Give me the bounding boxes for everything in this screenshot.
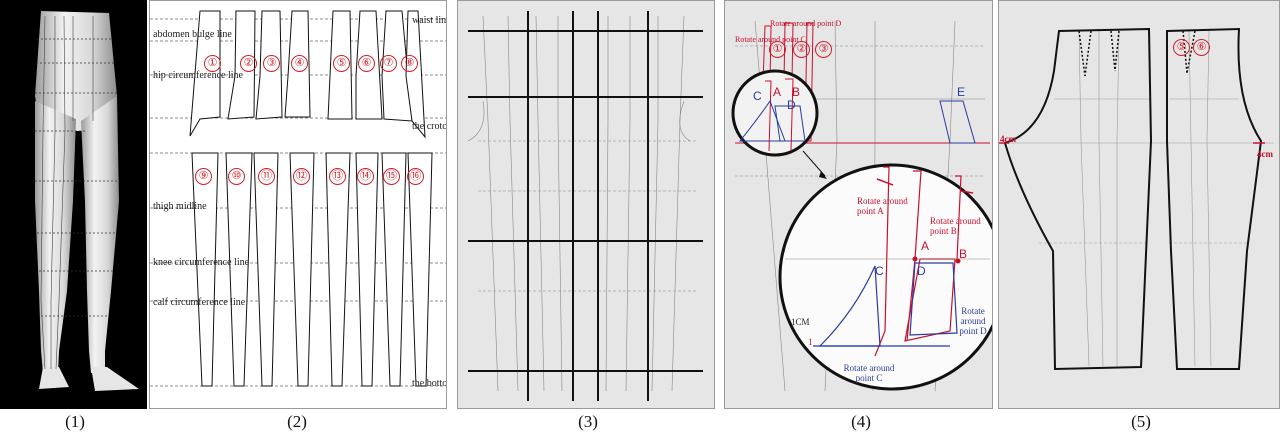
grid-draft-figure (467, 11, 703, 401)
one-mark-label: 1 (808, 337, 813, 347)
caption-3: (3) (578, 412, 598, 431)
rotate-d-top-label: Rotate around point D (770, 19, 842, 28)
piece-number-13: ⑬ (329, 168, 346, 185)
point-b-small: B (792, 85, 801, 99)
piece-number-8: ⑧ (401, 55, 418, 72)
point-a-small: A (773, 85, 782, 99)
piece-number-7: ⑦ (380, 55, 397, 72)
strips-figure (150, 10, 446, 387)
back-pattern-outline (1166, 27, 1263, 370)
piece-number-4: ④ (291, 55, 308, 72)
panel-3-grid-draft (457, 0, 715, 409)
rotate-around-a-label: Rotate around point A (857, 196, 908, 216)
rotation-piece-3: ③ (815, 41, 832, 58)
waist-line-label: waist line (412, 15, 447, 26)
mannequin-legs-figure (35, 11, 139, 391)
point-a-zoom: A (921, 239, 930, 253)
thigh-midline-label: thigh midline (153, 201, 207, 212)
piece-number-16: ⑯ (407, 168, 424, 185)
final-piece-5: ⑤ (1173, 39, 1190, 56)
caption-1: (1) (65, 412, 85, 431)
piece-number-1: ① (204, 55, 221, 72)
rotate-around-c-label: Rotate around point C (843, 363, 895, 383)
abdomen-bulge-line-label: abdomen bulge line (153, 29, 232, 40)
rotation-piece-1: ① (769, 41, 786, 58)
caption-4: (4) (851, 412, 871, 431)
point-b-zoom: B (959, 247, 968, 261)
piece-number-14: ⑭ (357, 168, 374, 185)
rotate-around-d-label: Rotate around point D (959, 306, 987, 336)
final-piece-6: ⑥ (1193, 39, 1210, 56)
caption-2: (2) (287, 412, 307, 431)
panel-2-pattern-strips: waist line abdomen bulge line hip circum… (149, 0, 447, 409)
calf-circumference-line-label: calf circumference line (153, 297, 246, 308)
rotation-piece-2: ② (793, 41, 810, 58)
piece-number-12: ⑫ (293, 168, 310, 185)
front-pattern-outline (1003, 27, 1153, 371)
panel-5-final-pattern: ⑤ ⑥ 4cm 4cm (998, 0, 1280, 409)
piece-number-3: ③ (263, 55, 280, 72)
dimension-right-4cm: 4cm (1257, 149, 1273, 159)
knee-circumference-line-label: knee circumference line (153, 257, 250, 268)
point-c-zoom: C (875, 264, 884, 278)
crotch-line-label: the crotch line (412, 121, 447, 132)
piece-number-2: ② (240, 55, 257, 72)
rotate-c-top-label: Rotate around point C (735, 35, 806, 44)
point-d-zoom: D (917, 264, 926, 278)
dimension-left-4cm: 4cm (1000, 134, 1016, 144)
point-c-small: C (753, 89, 762, 103)
piece-number-6: ⑥ (358, 55, 375, 72)
bottom-line-label: the bottom line (412, 378, 447, 389)
final-pattern-figure (999, 27, 1274, 371)
piece-number-15: ⑮ (383, 168, 400, 185)
caption-5: (5) (1131, 412, 1151, 431)
piece-number-9: ⑨ (195, 168, 212, 185)
point-e: E (957, 85, 966, 99)
piece-number-11: ⑪ (258, 168, 275, 185)
rotate-around-b-label: Rotate around point B (930, 216, 981, 236)
panel-1-mannequin (0, 0, 147, 409)
panel-4-rotation-draft: Rotate around point D Rotate around poin… (724, 0, 993, 409)
hip-circumference-line-label: hip circumference line (153, 70, 243, 81)
point-d-small: D (787, 98, 796, 112)
piece-number-5: ⑤ (333, 55, 350, 72)
one-cm-label: 1CM (791, 317, 810, 327)
piece-number-10: ⑩ (228, 168, 245, 185)
